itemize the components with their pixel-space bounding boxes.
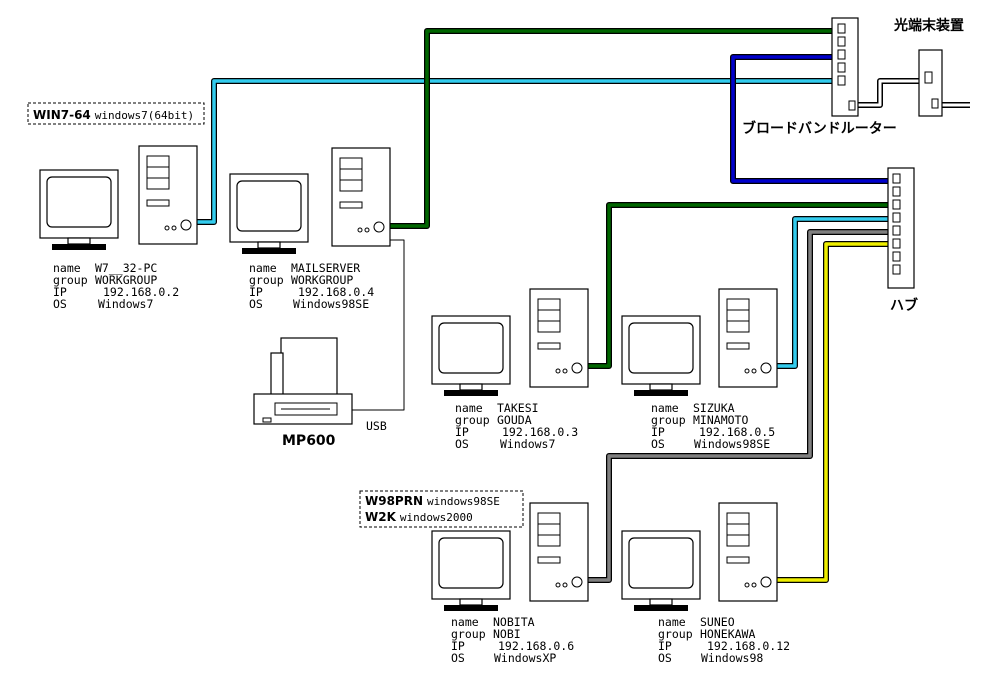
svg-text:OS: OS [658,651,672,665]
cable-router-ont [857,78,919,108]
svg-text:WORKGROUP: WORKGROUP [95,273,157,287]
win7-note-name: WIN7-64 [33,108,91,122]
info-mailserver: name MAILSERVER group WORKGROUP IP 192.168.… [249,261,374,311]
svg-text:Windows98SE: Windows98SE [293,297,369,311]
svg-text:192.168.0.4: 192.168.0.4 [298,285,374,299]
info-nobita: name NOBITA group NOBI IP 192.168.0.6 OS Win… [451,615,574,665]
svg-text:MAILSERVER: MAILSERVER [291,261,360,275]
svg-text:OS: OS [651,437,665,451]
svg-text:IP: IP [651,425,665,439]
svg-text:W7__32-PC: W7__32-PC [95,261,157,275]
computer-mailserver [229,147,391,255]
cable-router-hub [730,54,888,184]
info-sizuka: name SIZUKA group MINAMOTO IP 192.168.0.5 O… [651,401,775,451]
svg-text:TAKESI: TAKESI [497,401,539,415]
svg-text:192.168.0.3: 192.168.0.3 [502,425,578,439]
printer-label: MP600 [282,433,336,449]
svg-text:SUNEO: SUNEO [700,615,735,629]
svg-text:192.168.0.5: 192.168.0.5 [699,425,775,439]
computer-sizuka [621,288,778,397]
svg-text:group: group [658,627,693,641]
computer-w7 [39,145,198,251]
usb-label: USB [366,419,387,433]
svg-text:192.168.0.2: 192.168.0.2 [103,285,179,299]
svg-text:Windows98SE: Windows98SE [694,437,770,451]
svg-text:NOBI: NOBI [493,627,521,641]
svg-text:HONEKAWA: HONEKAWA [700,627,755,641]
computer-takesi [431,288,589,397]
optical-network-terminal [918,49,943,117]
info-takesi: name TAKESI group GOUDA IP 192.168.0.3 OS Wi… [455,401,578,451]
nobita-note-name-2: W2K [365,510,397,524]
win7-note: WIN7-64 windows7(64bit) [27,102,205,125]
svg-text:WORKGROUP: WORKGROUP [291,273,353,287]
svg-text:OS: OS [455,437,469,451]
svg-text:WindowsXP: WindowsXP [494,651,556,665]
svg-text:MINAMOTO: MINAMOTO [693,413,748,427]
svg-text:IP: IP [658,639,672,653]
svg-text:SIZUKA: SIZUKA [693,401,735,415]
ont-label: 光端末装置 [893,17,964,34]
svg-text:name: name [249,261,277,275]
svg-text:group: group [53,273,88,287]
broadband-router [831,17,859,117]
svg-text:group: group [451,627,486,641]
info-suneo: name SUNEO group HONEKAWA IP 192.168.0.12 O… [658,615,790,665]
svg-text:IP: IP [53,285,67,299]
svg-text:name: name [455,401,483,415]
svg-text:name: name [53,261,81,275]
svg-text:IP: IP [249,285,263,299]
svg-text:Windows98: Windows98 [701,651,763,665]
svg-text:Windows7: Windows7 [500,437,555,451]
svg-text:IP: IP [455,425,469,439]
svg-text:group: group [651,413,686,427]
svg-text:GOUDA: GOUDA [497,413,532,427]
network-hub [887,167,915,289]
svg-text:192.168.0.12: 192.168.0.12 [707,639,790,653]
computer-suneo [621,502,778,612]
win7-note-os: windows7(64bit) [95,109,194,122]
svg-text:group: group [249,273,284,287]
svg-text:Windows7: Windows7 [98,297,153,311]
nobita-note-name-1: W98PRN [365,494,423,508]
svg-text:192.168.0.6: 192.168.0.6 [498,639,574,653]
nobita-note-os-1: windows98SE [427,495,500,508]
svg-text:OS: OS [451,651,465,665]
info-w7: name W7__32-PC group WORKGROUP IP 192.168.0… [53,261,179,311]
svg-text:name: name [658,615,686,629]
svg-text:NOBITA: NOBITA [493,615,535,629]
cables [197,28,970,583]
hub-label: ハブ [890,297,918,314]
svg-text:name: name [651,401,679,415]
router-label: ブロードバンドルーター [742,120,897,137]
svg-text:OS: OS [53,297,67,311]
svg-text:OS: OS [249,297,263,311]
printer [253,337,353,425]
nobita-note-os-2: windows2000 [400,511,473,524]
svg-text:group: group [455,413,490,427]
usb-cable [352,239,405,411]
svg-text:IP: IP [451,639,465,653]
svg-text:name: name [451,615,479,629]
